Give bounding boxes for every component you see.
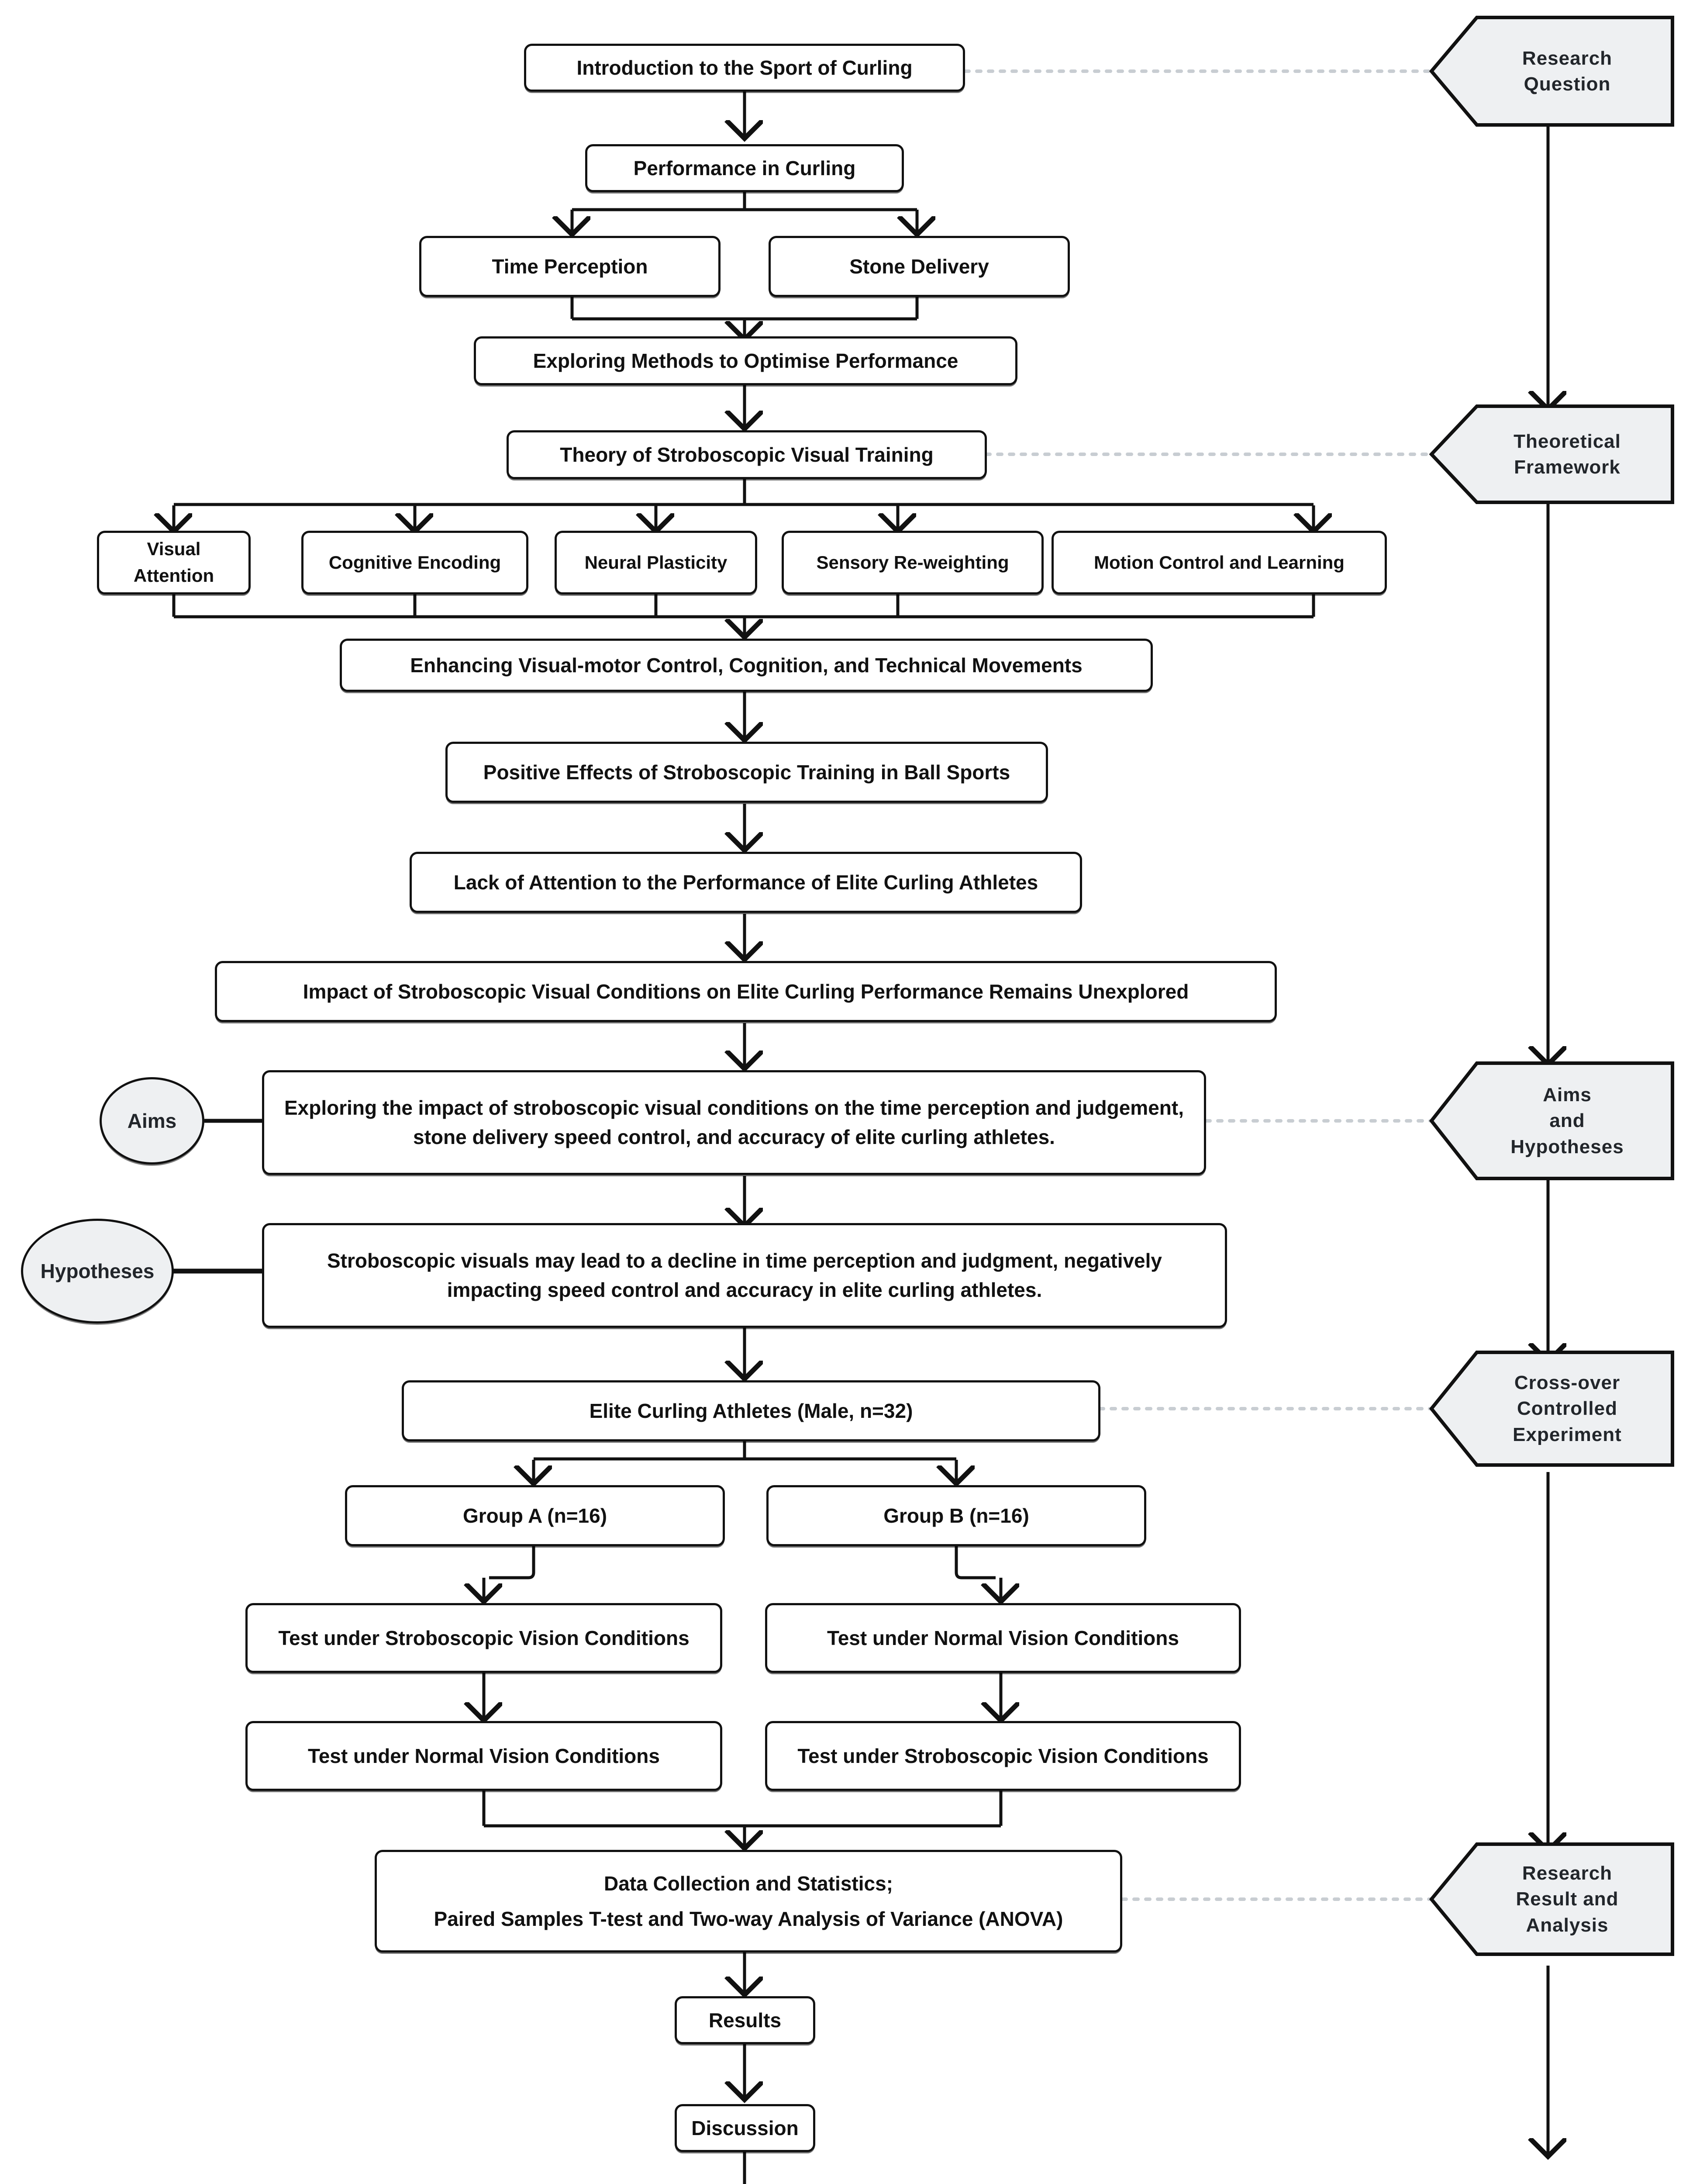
node-neural-plasticity[interactable]: Neural Plasticity xyxy=(555,531,757,594)
node-data-collection-line1: Data Collection and Statistics; xyxy=(603,1872,893,1895)
node-stone-delivery-label: Stone Delivery xyxy=(849,255,989,278)
node-stone-delivery[interactable]: Stone Delivery xyxy=(769,236,1070,297)
node-group-b-test-2[interactable]: Test under Stroboscopic Vision Condition… xyxy=(765,1721,1241,1791)
stage-tag-theoretical-framework[interactable]: Theoretical Framework xyxy=(1431,406,1672,502)
node-group-a-label: Group A (n=16) xyxy=(462,1504,607,1527)
node-hypotheses-statement-label: Stroboscopic visuals may lead to a decli… xyxy=(327,1249,1162,1301)
stage-tag-crossover-line2: Controlled xyxy=(1517,1398,1617,1420)
stage-tag-shapes xyxy=(1429,16,1674,1956)
node-group-a-test-2-label: Test under Normal Vision Conditions xyxy=(308,1744,660,1767)
oval-aims[interactable]: Aims xyxy=(100,1077,204,1165)
node-group-b-test-1[interactable]: Test under Normal Vision Conditions xyxy=(765,1603,1241,1673)
node-lack-attention[interactable]: Lack of Attention to the Performance of … xyxy=(410,852,1082,913)
node-lack-attention-label: Lack of Attention to the Performance of … xyxy=(453,871,1038,894)
stage-tag-research-question[interactable]: Research Question xyxy=(1431,17,1672,125)
node-group-a-test-1[interactable]: Test under Stroboscopic Vision Condition… xyxy=(245,1603,722,1673)
node-group-a[interactable]: Group A (n=16) xyxy=(345,1485,725,1546)
stage-tag-research-question-line1: Research xyxy=(1522,47,1613,69)
node-group-b-test-2-label: Test under Stroboscopic Vision Condition… xyxy=(797,1744,1209,1767)
merge-bracket-data xyxy=(482,1790,1003,1828)
stage-tag-result-analysis-line3: Analysis xyxy=(1526,1914,1609,1936)
stage-tag-aims-hypotheses-line3: Hypotheses xyxy=(1510,1136,1624,1158)
node-data-collection-line2: Paired Samples T-test and Two-way Analys… xyxy=(434,1907,1063,1930)
merge-bracket-methods xyxy=(570,297,919,321)
split-bracket-theory xyxy=(174,478,1314,506)
node-exploring-methods-label: Exploring Methods to Optimise Performanc… xyxy=(533,349,959,372)
node-theory[interactable]: Theory of Stroboscopic Visual Training xyxy=(507,430,987,479)
split-bracket-groups xyxy=(534,1441,956,1461)
node-motion-control-label: Motion Control and Learning xyxy=(1094,552,1345,573)
oval-hypotheses-label: Hypotheses xyxy=(40,1260,155,1282)
node-motion-control[interactable]: Motion Control and Learning xyxy=(1052,531,1387,594)
stage-tag-crossover-line1: Cross-over xyxy=(1514,1372,1620,1393)
node-data-collection[interactable]: Data Collection and Statistics; Paired S… xyxy=(375,1850,1122,1952)
stage-tag-result-analysis-line1: Research xyxy=(1522,1862,1613,1884)
node-discussion-label: Discussion xyxy=(691,2116,799,2139)
stage-tag-theoretical-framework-line1: Theoretical xyxy=(1514,430,1621,452)
stage-tag-research-question-line2: Question xyxy=(1524,73,1611,95)
node-positive-effects-label: Positive Effects of Stroboscopic Trainin… xyxy=(483,760,1010,784)
node-introduction[interactable]: Introduction to the Sport of Curling xyxy=(524,44,965,92)
stage-tag-aims-hypotheses[interactable]: Aims and Hypotheses xyxy=(1431,1063,1672,1178)
stage-tag-crossover-line3: Experiment xyxy=(1513,1424,1622,1445)
node-group-b-label: Group B (n=16) xyxy=(883,1504,1029,1527)
stage-tag-aims-hypotheses-line1: Aims xyxy=(1543,1084,1592,1106)
node-group-a-test-2[interactable]: Test under Normal Vision Conditions xyxy=(245,1721,722,1791)
node-impact-unexplored[interactable]: Impact of Stroboscopic Visual Conditions… xyxy=(215,961,1277,1022)
node-participants-label: Elite Curling Athletes (Male, n=32) xyxy=(589,1399,913,1422)
node-time-perception[interactable]: Time Perception xyxy=(419,236,721,297)
node-aims-statement[interactable]: Exploring the impact of stroboscopic vis… xyxy=(262,1070,1206,1175)
node-sensory-reweighting[interactable]: Sensory Re-weighting xyxy=(782,531,1044,594)
node-theory-label: Theory of Stroboscopic Visual Training xyxy=(560,443,934,466)
node-enhancing-label: Enhancing Visual-motor Control, Cognitio… xyxy=(410,653,1083,677)
node-performance-label: Performance in Curling xyxy=(633,156,856,180)
step-connector-group-b xyxy=(955,1546,996,1579)
stage-tag-result-analysis-line2: Result and xyxy=(1516,1888,1619,1910)
node-visual-attention[interactable]: Visual Attention xyxy=(97,531,251,594)
stage-tag-aims-hypotheses-line2: and xyxy=(1549,1110,1585,1132)
merge-bracket-enhancing xyxy=(172,593,1315,619)
node-results-label: Results xyxy=(708,2008,782,2032)
node-aims-statement-label: Exploring the impact of stroboscopic vis… xyxy=(284,1096,1184,1148)
node-neural-plasticity-label: Neural Plasticity xyxy=(584,552,727,573)
split-bracket-performance xyxy=(570,191,919,218)
node-time-perception-label: Time Perception xyxy=(492,255,648,278)
node-visual-attention-label: Visual Attention xyxy=(133,539,214,586)
node-performance[interactable]: Performance in Curling xyxy=(585,144,904,192)
node-hypotheses-statement[interactable]: Stroboscopic visuals may lead to a decli… xyxy=(262,1223,1227,1328)
node-group-b-test-1-label: Test under Normal Vision Conditions xyxy=(827,1626,1179,1649)
stage-tag-theoretical-framework-line2: Framework xyxy=(1514,456,1620,478)
node-exploring-methods[interactable]: Exploring Methods to Optimise Performanc… xyxy=(474,336,1017,385)
node-introduction-label: Introduction to the Sport of Curling xyxy=(576,56,913,79)
node-discussion[interactable]: Discussion xyxy=(675,2104,815,2152)
node-cognitive-encoding-label: Cognitive Encoding xyxy=(328,552,501,573)
stage-tag-crossover-experiment[interactable]: Cross-over Controlled Experiment xyxy=(1431,1352,1672,1465)
node-results[interactable]: Results xyxy=(675,1996,815,2044)
node-enhancing[interactable]: Enhancing Visual-motor Control, Cognitio… xyxy=(340,639,1153,692)
node-sensory-reweighting-label: Sensory Re-weighting xyxy=(816,552,1009,573)
node-impact-unexplored-label: Impact of Stroboscopic Visual Conditions… xyxy=(303,980,1189,1003)
node-group-b[interactable]: Group B (n=16) xyxy=(766,1485,1146,1546)
node-group-a-test-1-label: Test under Stroboscopic Vision Condition… xyxy=(278,1626,690,1649)
stage-tag-research-result-analysis[interactable]: Research Result and Analysis xyxy=(1431,1844,1672,1954)
node-participants[interactable]: Elite Curling Athletes (Male, n=32) xyxy=(402,1380,1100,1441)
node-cognitive-encoding[interactable]: Cognitive Encoding xyxy=(301,531,528,594)
dotted-link-group xyxy=(963,69,1433,1901)
node-positive-effects[interactable]: Positive Effects of Stroboscopic Trainin… xyxy=(445,742,1048,803)
arrow-group xyxy=(484,81,1548,2184)
oval-aims-label: Aims xyxy=(127,1109,177,1132)
step-connector-group-a xyxy=(489,1546,535,1579)
oval-hypotheses[interactable]: Hypotheses xyxy=(21,1219,174,1324)
